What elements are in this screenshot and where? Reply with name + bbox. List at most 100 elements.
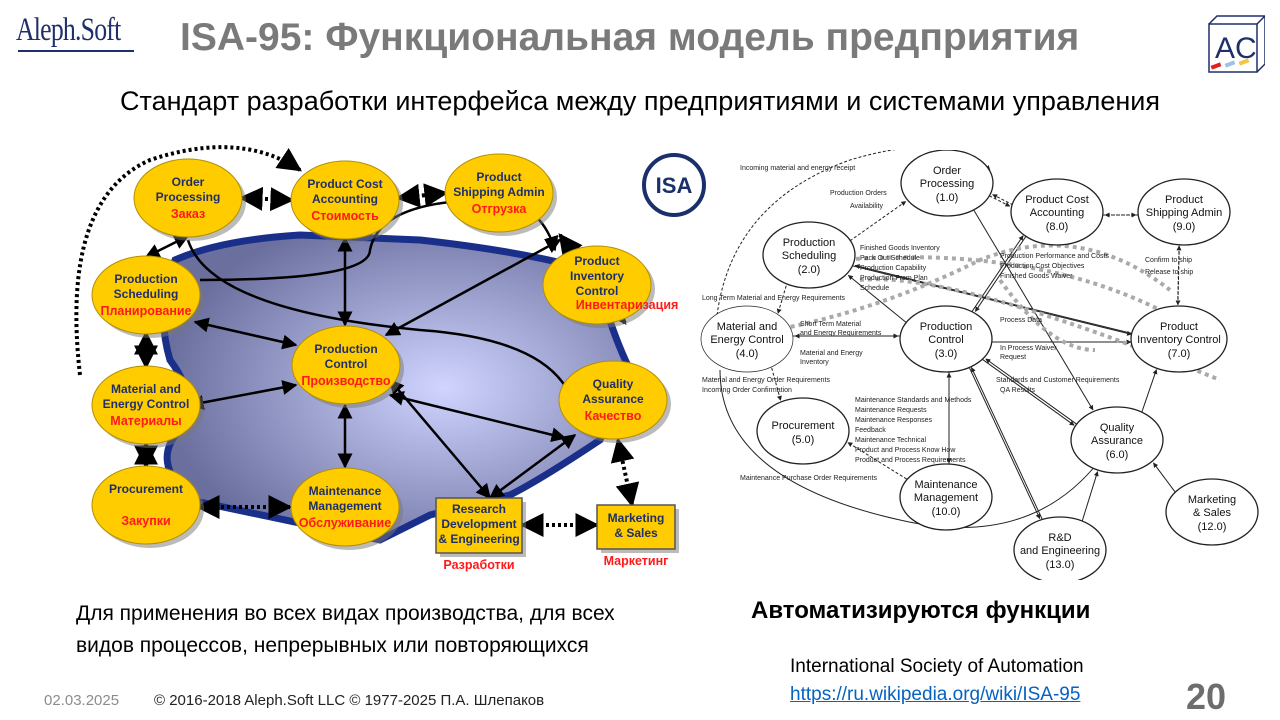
edge-label: Production Capability — [860, 265, 927, 272]
flow-arrow — [1140, 369, 1158, 417]
edge-label: Standards and Customer Requirements — [996, 377, 1120, 384]
node-label-ru: Обслуживание — [299, 516, 391, 530]
node-label: Management — [914, 492, 978, 504]
node-number: (13.0) — [1046, 559, 1075, 571]
node-label: Material and — [111, 382, 181, 396]
slide-date: 02.03.2025 — [44, 692, 120, 709]
node-label: Marketing — [1188, 494, 1236, 506]
node-number: (3.0) — [935, 348, 958, 360]
node-label: Inventory — [570, 269, 624, 283]
flow-arrow — [776, 280, 789, 314]
flow-arrow — [1080, 471, 1099, 525]
isa-name: International Society of Automation — [790, 656, 1084, 677]
edge-label: Incoming Order Confirmation — [702, 387, 792, 394]
flow-arrow — [395, 183, 449, 208]
node-label: Maintenance — [309, 484, 382, 498]
node-label: Energy Control — [103, 397, 190, 411]
node-label: & Engineering — [438, 532, 519, 546]
edge-label: Long Term Material and Energy Requiremen… — [702, 295, 846, 302]
node-label-ru: Производство — [301, 374, 391, 388]
edge-label: Pack Out Schedule — [860, 255, 920, 262]
node-label: Inventory Control — [1137, 334, 1221, 346]
node-label-ru: Материалы — [110, 414, 181, 428]
flow-arrow — [974, 232, 1029, 312]
node-label-ru: Отгрузка — [472, 202, 528, 216]
flow-arrow — [769, 362, 782, 401]
edge-label: Production Cost Objectives — [1000, 263, 1085, 270]
flow-arrow — [188, 380, 298, 410]
flow-arrow — [389, 378, 491, 500]
node-label: Control — [928, 334, 963, 346]
node-label: Production — [783, 237, 836, 249]
applicability-line-2: видов процессов, непрерывных или повторя… — [76, 634, 589, 657]
right-node-7: Procurement (5.0) — [756, 397, 850, 465]
edge-label: Product and Process Requirements — [855, 457, 966, 464]
edge-label: Finished Goods Inventory — [860, 245, 940, 252]
node-label: Control — [325, 357, 368, 371]
node-label: Shipping Admin — [453, 185, 545, 199]
edge-label: Release to ship — [1145, 269, 1193, 276]
edge-label: Process Data — [1000, 317, 1042, 324]
edge-label: Inventory — [800, 359, 829, 366]
flow-arrow — [847, 442, 912, 483]
edge-label: Confirm to ship — [1145, 257, 1192, 264]
right-node-11: Marketing& Sales(12.0) — [1165, 478, 1259, 546]
edge-label: Material and Energy — [800, 350, 863, 357]
ac-logo-icon: AC — [1208, 15, 1265, 73]
node-label-ru: Закупки — [121, 514, 170, 528]
node-label-ru: Качество — [585, 409, 642, 423]
flow-arrow — [488, 433, 577, 500]
node-label-ru: Планирование — [100, 304, 191, 318]
edge-label: Maintenance Technical — [855, 437, 927, 444]
node-label: Research — [452, 502, 506, 516]
node-label: Procurement — [109, 482, 183, 496]
node-label-ru: Стоимость — [311, 209, 379, 223]
edge-label: Finished Goods Waiver — [1000, 273, 1073, 280]
edge-label: In Process Waiver — [1000, 345, 1057, 352]
node-label: Accounting — [1030, 207, 1084, 219]
edge-label: Maintenance Purchase Order Requirements — [740, 475, 877, 482]
node-label: Shipping Admin — [1146, 207, 1222, 219]
slide-subtitle: Стандарт разработки интерфейса между пре… — [120, 86, 1160, 116]
node-label: Energy Control — [710, 334, 783, 346]
flow-arrow — [719, 369, 1101, 528]
node-label: Order — [933, 165, 961, 177]
edge-label: Request — [1000, 354, 1026, 361]
node-label: Procurement — [772, 420, 835, 432]
node-number: (9.0) — [1173, 221, 1196, 233]
node-label: and Engineering — [1020, 545, 1100, 557]
node-label: Production — [314, 342, 377, 356]
flow-arrow — [985, 358, 1082, 428]
flow-arrow — [384, 238, 562, 337]
flow-arrow — [238, 186, 295, 212]
node-label-ru: Инвентаризация — [576, 298, 679, 312]
node-label: Assurance — [582, 392, 644, 406]
node-number: (6.0) — [1106, 449, 1129, 461]
flow-arrow — [969, 235, 1024, 315]
node-label: Order — [172, 175, 205, 189]
isa95-wikipedia-link[interactable]: https://ru.wikipedia.org/wiki/ISA-95 — [790, 684, 1081, 705]
node-label: Product Cost — [1025, 194, 1089, 206]
node-label: Product — [1160, 321, 1198, 333]
node-number: (5.0) — [792, 434, 815, 446]
node-label: Control — [576, 284, 619, 298]
flow-arrow — [971, 206, 1094, 411]
node-label-ru: Заказ — [171, 207, 205, 221]
node-label: Quality — [593, 377, 634, 391]
node-label: & Sales — [1193, 507, 1231, 519]
flow-arrow — [1175, 241, 1181, 306]
node-label: & Sales — [614, 526, 658, 540]
node-label: Product — [1165, 194, 1203, 206]
node-label: Product Cost — [307, 177, 382, 191]
flow-arrow — [847, 274, 911, 327]
